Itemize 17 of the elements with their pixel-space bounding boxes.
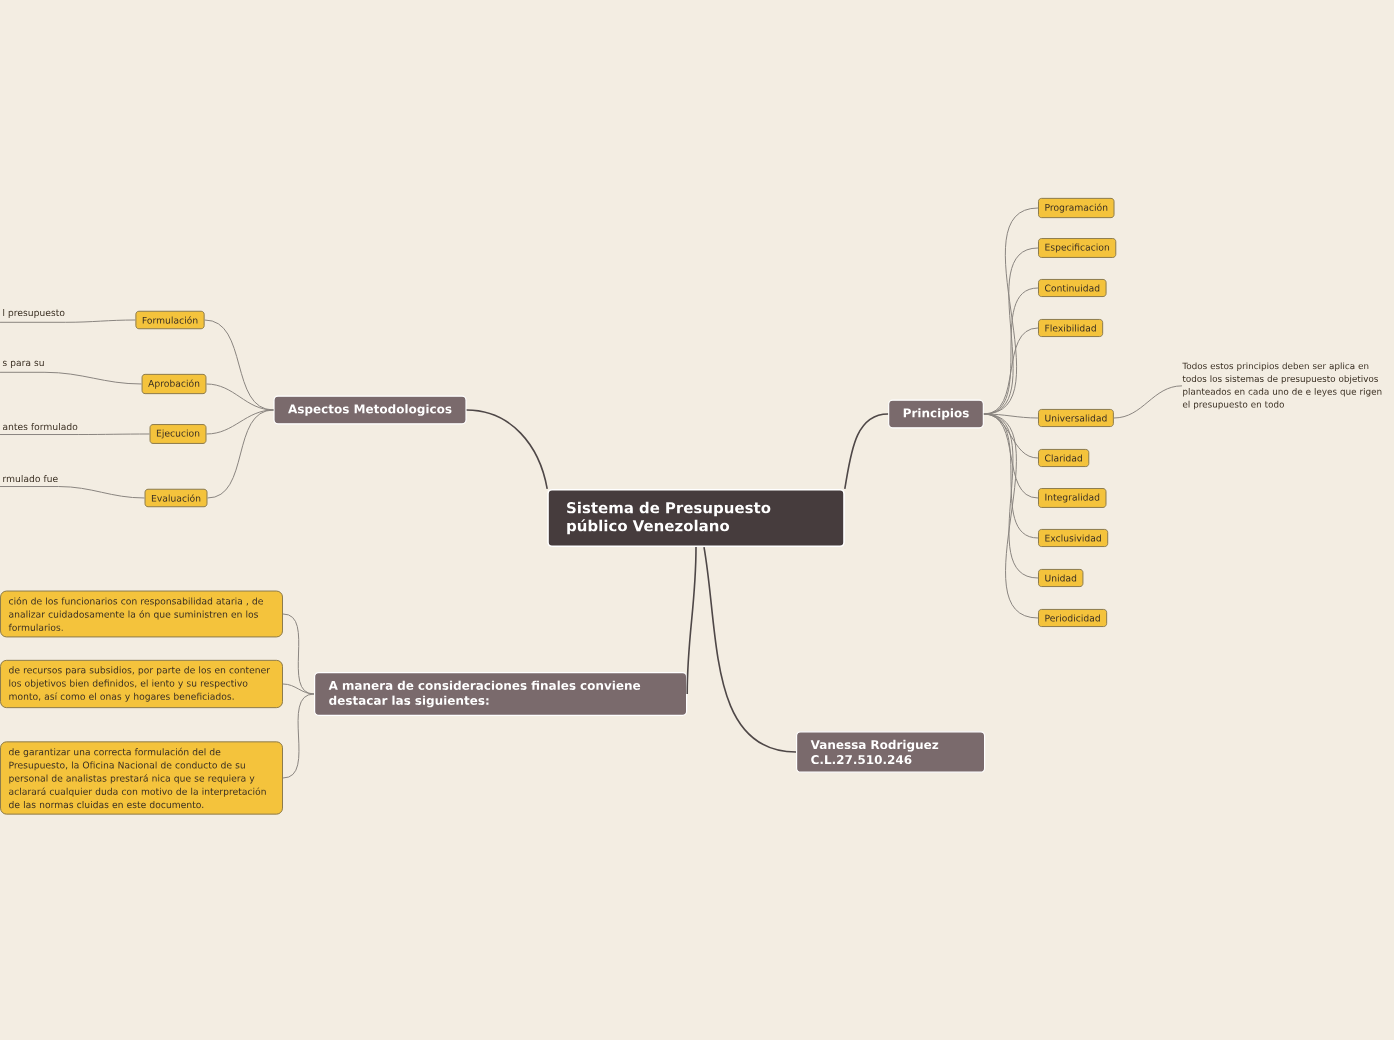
connector-line [686,546,697,695]
connector-line [0,486,145,499]
connector-line [1113,385,1183,419]
connector-line [206,409,274,435]
connector-line [465,409,548,490]
connector-line [0,371,143,385]
connector-line [282,683,315,695]
connector-line [983,413,1039,419]
connector-line [983,413,1039,499]
connector-line [983,413,1039,619]
connector-line [282,693,315,779]
connector-line [205,383,274,411]
connector-line [0,433,150,436]
connector-line [0,319,136,323]
connector-line [844,413,889,490]
connector-line [703,546,797,753]
connector-line [207,409,274,499]
